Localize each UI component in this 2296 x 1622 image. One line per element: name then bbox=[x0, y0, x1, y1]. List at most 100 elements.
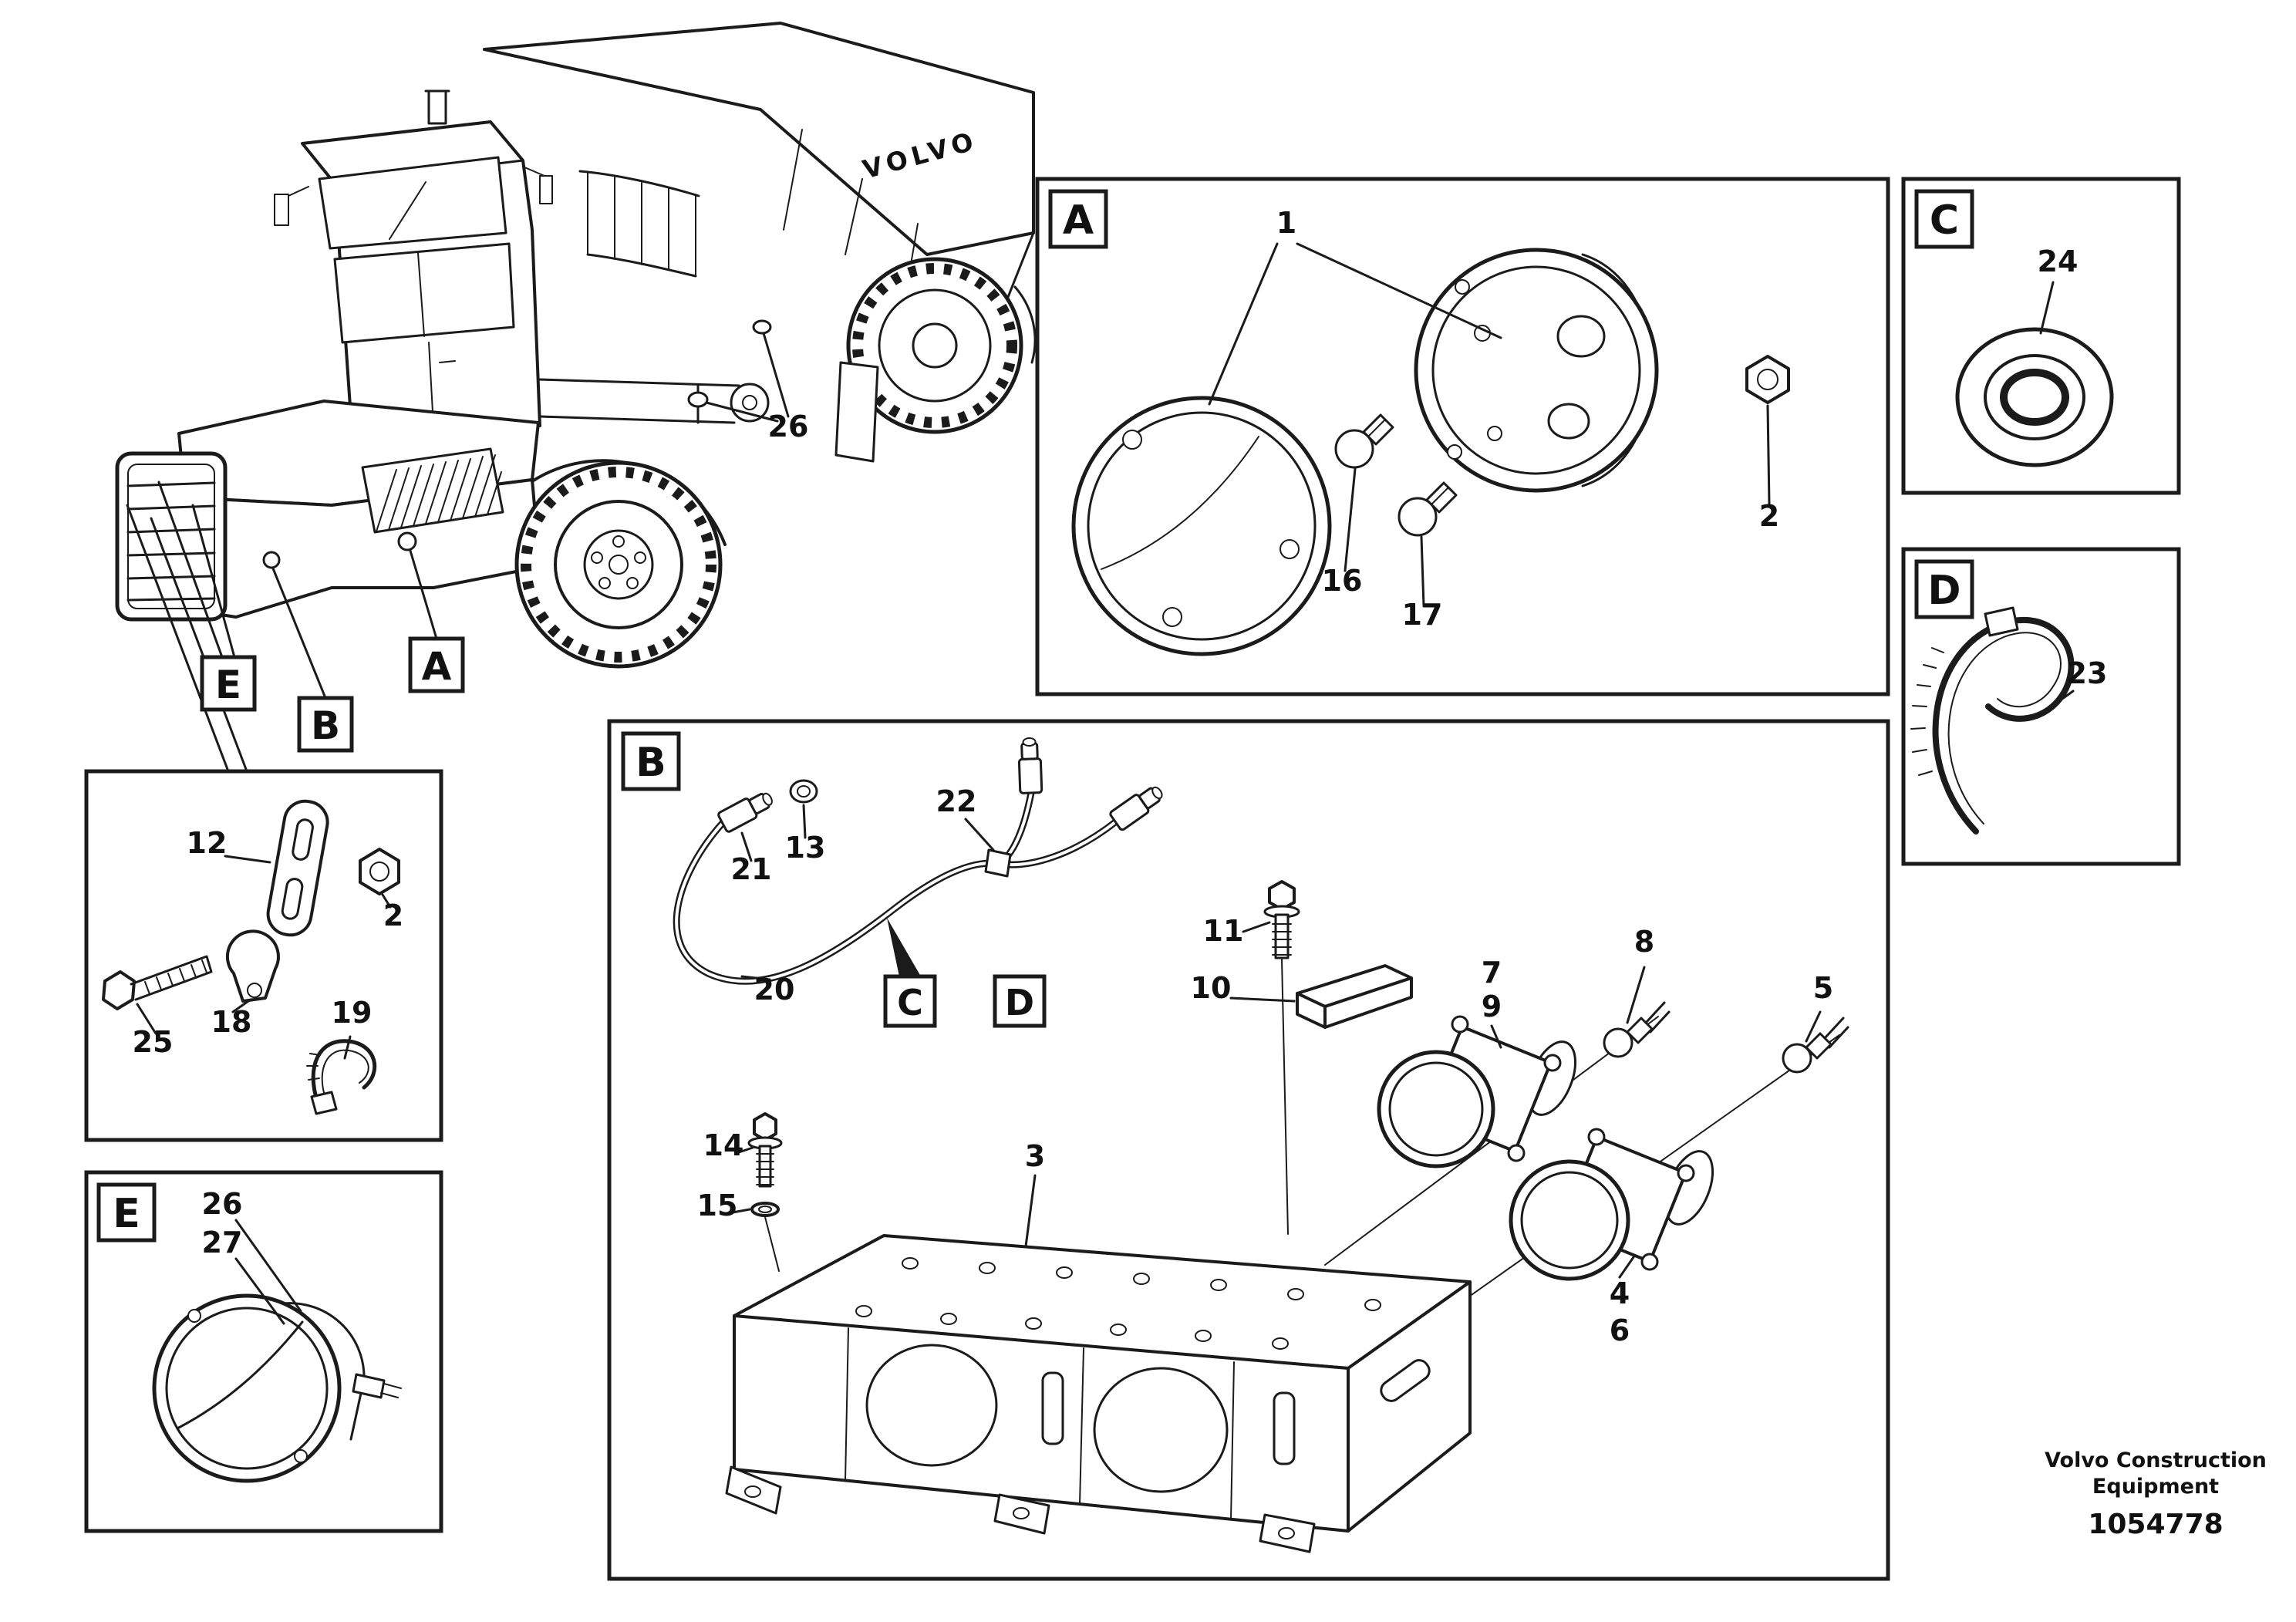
panel-e-leader-lines bbox=[234, 1219, 302, 1325]
panel-d-letter-box bbox=[1914, 559, 1974, 619]
panel-d-letter: D bbox=[1927, 568, 1961, 614]
truck-dump-body: VOLVO bbox=[483, 22, 1035, 363]
bulb-part-17 bbox=[1397, 481, 1458, 537]
truck-part-26-label: 26 bbox=[768, 410, 809, 443]
label-part-7: 7 bbox=[1482, 956, 1502, 990]
label-part-22: 22 bbox=[936, 784, 977, 818]
panel-e-letter: E bbox=[113, 1191, 140, 1237]
label-part-27: 27 bbox=[202, 1226, 243, 1259]
lamp-part-7-9 bbox=[1377, 1015, 1577, 1168]
callout-arrow-c bbox=[887, 918, 921, 976]
label-part-15: 15 bbox=[697, 1189, 738, 1222]
truck-front-wheel bbox=[514, 459, 727, 669]
label-part-9: 9 bbox=[1482, 990, 1502, 1023]
label-part-21: 21 bbox=[731, 852, 772, 886]
panel-e-letter-box bbox=[96, 1182, 157, 1243]
label-part-23: 23 bbox=[2067, 656, 2108, 690]
panel-d-leader-lines bbox=[2039, 690, 2075, 716]
label-part-5: 5 bbox=[1813, 971, 1833, 1005]
cable-harness-part-20 bbox=[673, 789, 1119, 985]
publisher-name-line1: Volvo Construction bbox=[2045, 1448, 2267, 1472]
panel-d: D 23 bbox=[1901, 547, 2181, 866]
label-part-17: 17 bbox=[1402, 598, 1443, 632]
label-part-13: 13 bbox=[785, 831, 826, 865]
label-part-3: 3 bbox=[1025, 1139, 1045, 1173]
label-part-1: 1 bbox=[1276, 206, 1296, 240]
callout-letter-d-inner: D bbox=[1005, 982, 1034, 1023]
label-part-26: 26 bbox=[202, 1187, 243, 1221]
lamp-lens-part-1 bbox=[1071, 396, 1332, 656]
bolt-part-14 bbox=[747, 1112, 783, 1188]
callout-box-d-inner bbox=[993, 974, 1047, 1028]
bracket-part-12 bbox=[266, 799, 329, 937]
panel-c: C 24 bbox=[1901, 177, 2181, 495]
callout-letter-c-inner: C bbox=[897, 982, 923, 1023]
truck-hood bbox=[115, 400, 541, 622]
label-part-11: 11 bbox=[1203, 914, 1244, 948]
panel-a-letter-box bbox=[1048, 189, 1108, 249]
lamp-position-a bbox=[397, 531, 417, 551]
label-part-6: 6 bbox=[1610, 1313, 1630, 1347]
publisher-name-line2: Equipment bbox=[2092, 1475, 2219, 1499]
harness-connector-right bbox=[1109, 786, 1163, 831]
label-part-4: 4 bbox=[1610, 1276, 1630, 1310]
figure-number: 1054778 bbox=[2088, 1509, 2223, 1540]
label-part-2: 2 bbox=[383, 899, 403, 932]
plug-part-26b bbox=[752, 319, 772, 335]
label-part-24: 24 bbox=[2038, 244, 2079, 278]
callout-letter-b: B bbox=[311, 703, 340, 748]
bolt-part-11 bbox=[1263, 880, 1300, 959]
callout-letter-e: E bbox=[215, 663, 241, 707]
panel-e: E 26 27 bbox=[84, 1170, 443, 1533]
callout-box-c-inner bbox=[883, 974, 937, 1028]
truck-cab bbox=[274, 89, 553, 430]
panel-a: A bbox=[1035, 177, 1890, 696]
label-part-2-a: 2 bbox=[1759, 499, 1779, 533]
reflector-part-10 bbox=[1296, 964, 1413, 1029]
lamp-housing bbox=[1414, 248, 1659, 493]
bulb-part-8 bbox=[1603, 1001, 1671, 1058]
panel-c-letter-box bbox=[1914, 189, 1974, 249]
truck-frame bbox=[538, 378, 770, 424]
lamp-part-26-27 bbox=[152, 1293, 402, 1483]
clamp-part-18 bbox=[225, 929, 280, 1003]
panel-a-letter: A bbox=[1063, 197, 1094, 244]
nut-part-13 bbox=[789, 779, 818, 804]
label-part-14: 14 bbox=[703, 1128, 744, 1162]
callout-box-b bbox=[297, 696, 354, 753]
bulb-part-16 bbox=[1334, 413, 1394, 469]
label-part-10: 10 bbox=[1191, 971, 1232, 1005]
callout-box-e bbox=[200, 655, 257, 712]
panel-b-letter-box bbox=[621, 731, 681, 791]
nut-part-2 bbox=[359, 848, 400, 895]
truck-illustration: VOLVO bbox=[115, 22, 1037, 773]
panel-a-leader-lines bbox=[1208, 242, 1771, 608]
lamp-position-b bbox=[262, 551, 281, 569]
label-part-19: 19 bbox=[332, 996, 373, 1030]
panel-c-letter: C bbox=[1930, 197, 1959, 244]
callout-letter-a: A bbox=[422, 644, 452, 689]
truck-leader-lines bbox=[126, 332, 790, 773]
panel-c-leader-lines bbox=[2039, 281, 2055, 335]
connector-part-21 bbox=[717, 792, 773, 833]
callout-box-a bbox=[408, 636, 465, 693]
harness-junction-part-22 bbox=[984, 848, 1012, 878]
label-part-20: 20 bbox=[754, 973, 795, 1007]
label-part-25: 25 bbox=[133, 1025, 174, 1059]
label-part-18: 18 bbox=[211, 1005, 252, 1039]
washer-part-15 bbox=[750, 1202, 780, 1217]
panel-b: B bbox=[607, 719, 1890, 1581]
bolt-part-25 bbox=[102, 955, 213, 1010]
cable-tie-part-19 bbox=[306, 1039, 377, 1115]
footer: Volvo Construction Equipment 1054778 bbox=[2045, 1448, 2267, 1540]
panel-b-letter: B bbox=[636, 740, 666, 786]
panel-fasteners: 12 2 25 18 19 bbox=[84, 769, 443, 1142]
harness-connector-upper bbox=[1017, 737, 1043, 794]
truck-rear-wheel bbox=[834, 257, 1037, 463]
bulb-part-5 bbox=[1782, 1017, 1849, 1074]
bracket-part-3 bbox=[725, 1234, 1472, 1553]
nut-part-2-a bbox=[1745, 355, 1790, 404]
label-part-16: 16 bbox=[1322, 564, 1363, 598]
plug-part-26a bbox=[687, 391, 709, 408]
